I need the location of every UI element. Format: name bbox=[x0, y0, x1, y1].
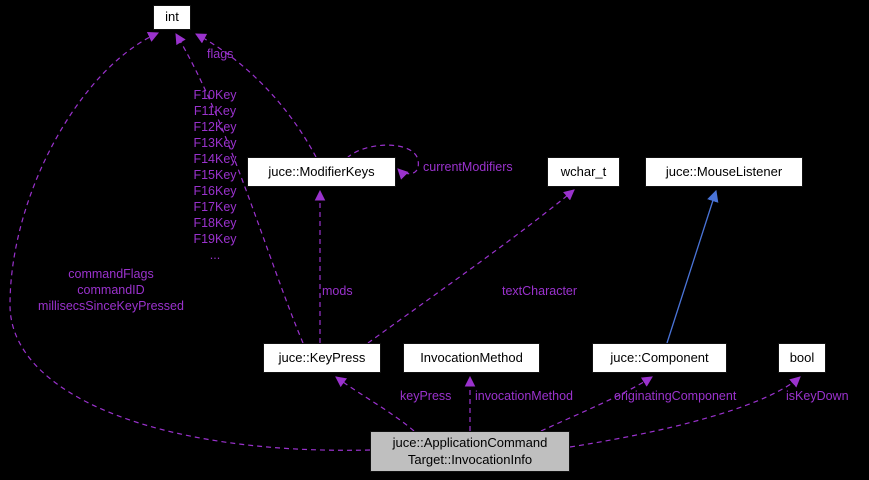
edge-label-current-modifiers: currentModifiers bbox=[423, 160, 513, 174]
edge-label-millisecs-since-key-pressed: millisecsSinceKeyPressed bbox=[38, 299, 184, 313]
edge-label-flags: flags bbox=[207, 47, 234, 61]
node-modifier-keys-label: juce::ModifierKeys bbox=[268, 163, 375, 179]
node-invocation-info-label-line2: Target::InvocationInfo bbox=[407, 451, 533, 467]
edge-text-character bbox=[367, 189, 575, 344]
edge-label-command-flags: commandFlags bbox=[68, 267, 154, 281]
node-modifier-keys[interactable]: juce::ModifierKeys bbox=[247, 157, 396, 187]
edge-label-fkey: F17Key bbox=[193, 200, 237, 214]
edge-label-originating-component: originatingComponent bbox=[614, 389, 737, 403]
edge-is-key-down bbox=[569, 376, 801, 448]
edge-label-fkey: F13Key bbox=[193, 136, 237, 150]
edge-label-text-character: textCharacter bbox=[502, 284, 578, 298]
node-int-label: int bbox=[165, 9, 179, 25]
edge-label-invocation-method: invocationMethod bbox=[475, 389, 573, 403]
edge-label-command-id: commandID bbox=[77, 283, 145, 297]
edge-label-fkeys: F10Key F11Key F12Key F13Key F14Key F15Ke… bbox=[184, 87, 246, 263]
node-bool[interactable]: bool bbox=[778, 343, 826, 373]
edge-label-key-press: keyPress bbox=[400, 389, 452, 403]
node-invocation-method-label: InvocationMethod bbox=[420, 349, 523, 365]
edge-label-fkey: F12Key bbox=[193, 120, 237, 134]
edge-flags bbox=[195, 33, 317, 158]
edge-label-fkey: F16Key bbox=[193, 184, 237, 198]
node-mouse-listener-label: juce::MouseListener bbox=[665, 163, 783, 179]
edge-label-mods: mods bbox=[322, 284, 353, 298]
edge-inheritance-component-mouselistener bbox=[666, 189, 719, 344]
edge-label-is-key-down: isKeyDown bbox=[786, 389, 849, 403]
edge-originating-component bbox=[540, 376, 653, 432]
node-bool-label: bool bbox=[789, 349, 815, 365]
edge-label-fkey: F18Key bbox=[193, 216, 237, 230]
edge-label-fkey: F14Key bbox=[193, 152, 237, 166]
node-invocation-info[interactable]: juce::ApplicationCommand Target::Invocat… bbox=[370, 431, 570, 472]
edge-label-fkey-ellipsis: ... bbox=[209, 248, 221, 262]
edge-label-fkey: F15Key bbox=[193, 168, 237, 182]
node-wchar-t[interactable]: wchar_t bbox=[547, 157, 620, 187]
node-component[interactable]: juce::Component bbox=[592, 343, 727, 373]
node-wchar-t-label: wchar_t bbox=[560, 163, 607, 179]
edge-label-fkey: F19Key bbox=[193, 232, 237, 246]
node-key-press-label: juce::KeyPress bbox=[278, 349, 366, 365]
node-invocation-method[interactable]: InvocationMethod bbox=[403, 343, 540, 373]
edge-fkeys bbox=[175, 33, 304, 344]
node-component-label: juce::Component bbox=[610, 349, 709, 365]
edge-key-press bbox=[335, 376, 415, 432]
node-int[interactable]: int bbox=[153, 5, 191, 30]
edge-current-modifiers-self-loop bbox=[346, 144, 419, 180]
edge-label-command-fields: commandFlags commandID millisecsSinceKey… bbox=[18, 266, 204, 314]
node-invocation-info-label-line1: juce::ApplicationCommand bbox=[392, 435, 548, 451]
edge-label-fkey: F11Key bbox=[193, 104, 237, 118]
edge-label-fkey: F10Key bbox=[193, 88, 237, 102]
edge-command-fields bbox=[9, 32, 371, 451]
node-key-press[interactable]: juce::KeyPress bbox=[263, 343, 381, 373]
node-mouse-listener[interactable]: juce::MouseListener bbox=[645, 157, 803, 187]
